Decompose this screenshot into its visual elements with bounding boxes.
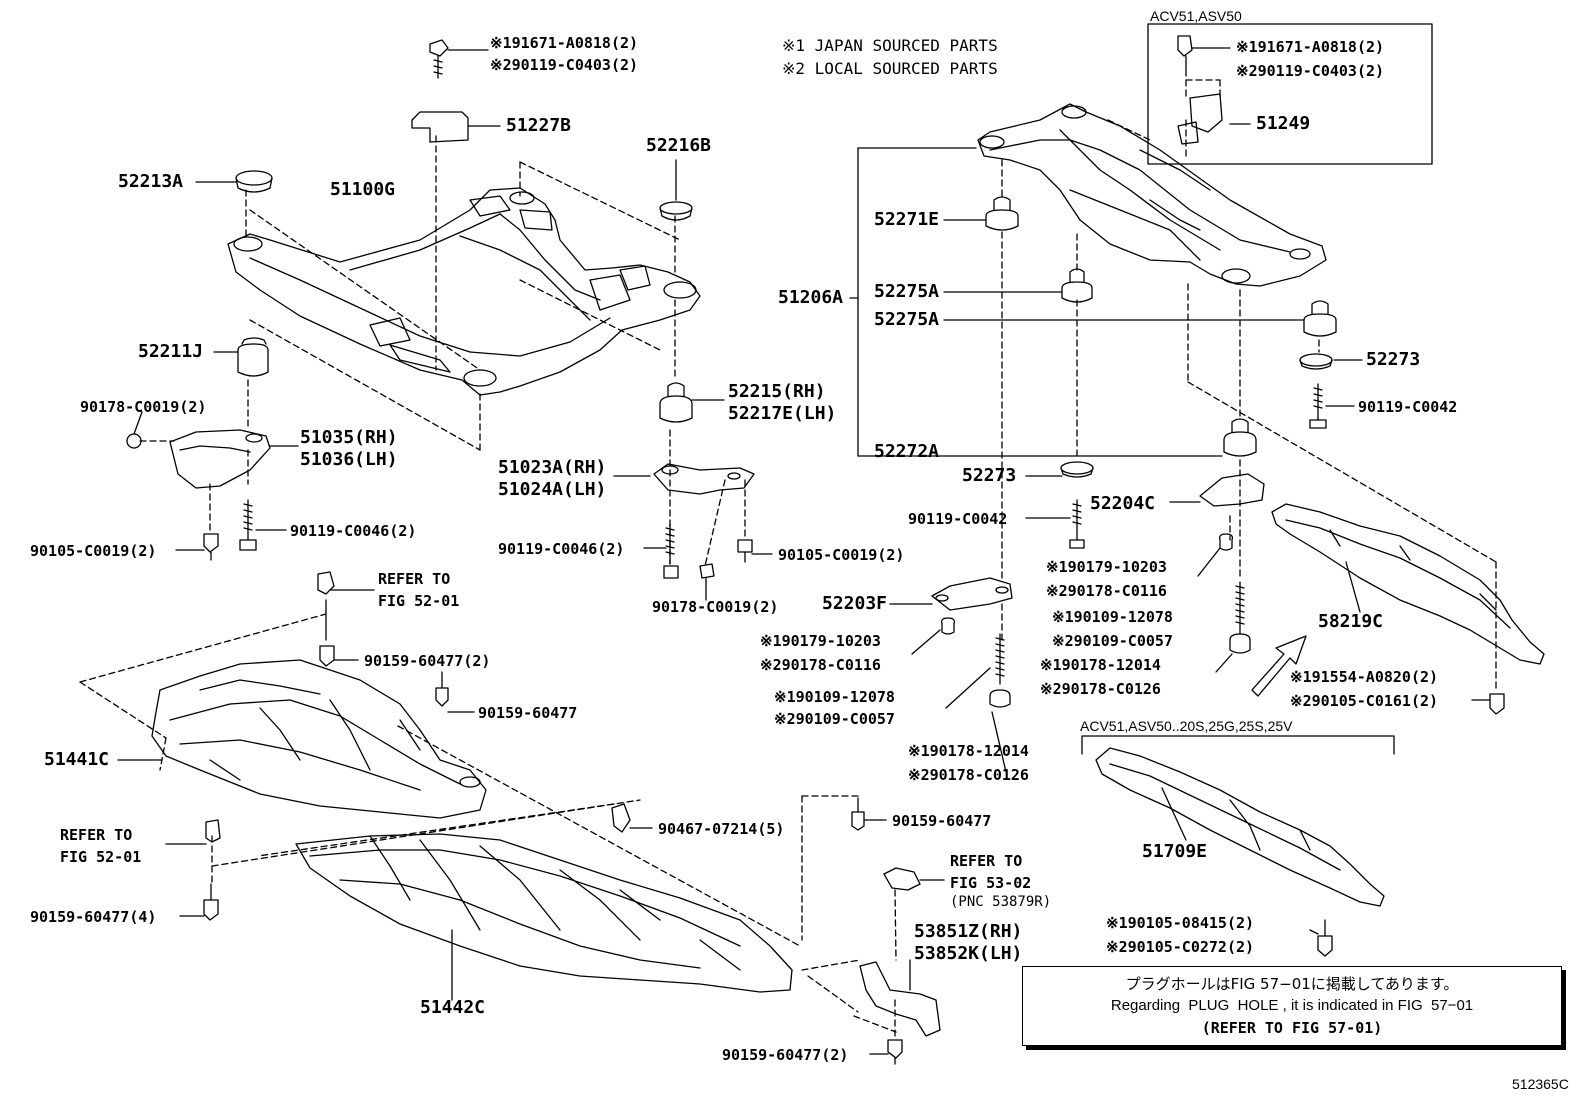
- label-refer-3[interactable]: REFER TO: [950, 852, 1023, 870]
- label-90119-left[interactable]: 90119-C0046(2): [290, 522, 417, 540]
- label-c2[interactable]: ※290178-C0126: [1040, 680, 1161, 698]
- label-inset-bolt-1[interactable]: ※191671-A0818(2): [1236, 38, 1385, 56]
- inset-top-box: [1147, 23, 1433, 165]
- undercover-51442C: [295, 833, 793, 993]
- brace-58219C: [1271, 503, 1545, 665]
- bracket-51023A: [653, 463, 755, 495]
- label-e2[interactable]: ※290178-C0126: [908, 766, 1029, 784]
- label-52216B[interactable]: 52216B: [646, 135, 712, 156]
- label-52275A-1[interactable]: 52275A: [874, 281, 940, 302]
- label-refer-1[interactable]: REFER TO: [378, 570, 451, 588]
- label-f1[interactable]: ※191554-A0820(2): [1290, 668, 1439, 686]
- label-53852K[interactable]: 53852K(LH): [914, 943, 1023, 964]
- note-japanese: プラグホールはFIG 57−01に掲載してあります。: [1125, 975, 1459, 993]
- label-52273-mid[interactable]: 52273: [962, 465, 1017, 486]
- inset-bottom-bracket: [1081, 735, 1395, 755]
- label-a3[interactable]: ※190109-12078: [1052, 608, 1173, 626]
- label-refer-2[interactable]: REFER TO: [60, 826, 133, 844]
- plug-hole-note: プラグホールはFIG 57−01に掲載してあります。 Regarding PLU…: [1022, 966, 1562, 1046]
- legend-local-sourced: ※2 LOCAL SOURCED PARTS: [782, 59, 998, 78]
- label-90159-d[interactable]: 90159-60477(4): [30, 908, 157, 926]
- label-90159-a[interactable]: 90159-60477(2): [364, 652, 491, 670]
- drawing-number: 512365C: [1512, 1076, 1569, 1092]
- label-52204C[interactable]: 52204C: [1090, 493, 1156, 514]
- label-51709E[interactable]: 51709E: [1142, 841, 1208, 862]
- label-90467[interactable]: 90467-07214(5): [658, 820, 785, 838]
- label-51024A[interactable]: 51024A(LH): [498, 479, 607, 500]
- arrow-front-icon: [1251, 635, 1307, 697]
- inset-bottom-title: ACV51,ASV50..20S,25G,25S,25V: [1080, 718, 1293, 734]
- label-51441C[interactable]: 51441C: [44, 749, 110, 770]
- label-51023A[interactable]: 51023A(RH): [498, 457, 607, 478]
- label-90105-mid[interactable]: 90105-C0019(2): [778, 546, 905, 564]
- label-refer-3b[interactable]: FIG 53-02: [950, 874, 1032, 892]
- bracket-51227B: [411, 111, 469, 143]
- label-52271E[interactable]: 52271E: [874, 209, 940, 230]
- label-90119-center[interactable]: 90119-C0042: [908, 510, 1008, 528]
- label-c1[interactable]: ※190178-12014: [1040, 656, 1161, 674]
- leader-lines: [117, 47, 1491, 1055]
- label-51206A[interactable]: 51206A: [778, 287, 844, 308]
- label-52213A[interactable]: 52213A: [118, 171, 184, 192]
- label-51035[interactable]: 51035(RH): [300, 427, 398, 448]
- label-52272A[interactable]: 52272A: [874, 441, 940, 462]
- label-90159-b[interactable]: 90159-60477: [478, 704, 578, 722]
- label-f2[interactable]: ※290105-C0161(2): [1290, 692, 1439, 710]
- label-top-bolt-2[interactable]: ※290119-C0403(2): [490, 56, 639, 74]
- label-53851Z[interactable]: 53851Z(RH): [914, 921, 1023, 942]
- label-52217E[interactable]: 52217E(LH): [728, 403, 837, 424]
- label-52275A-2[interactable]: 52275A: [874, 309, 940, 330]
- label-90178-mid[interactable]: 90178-C0019(2): [652, 598, 779, 616]
- label-refer-3c[interactable]: (PNC 53879R): [950, 894, 1052, 910]
- label-51227B[interactable]: 51227B: [506, 115, 572, 136]
- legend-japan-sourced: ※1 JAPAN SOURCED PARTS: [782, 36, 998, 55]
- front-dashed-lines: [139, 135, 746, 567]
- label-a1[interactable]: ※190179-10203: [1046, 558, 1167, 576]
- label-52203F[interactable]: 52203F: [822, 593, 888, 614]
- rear-crossmember-drawing: [977, 103, 1327, 287]
- label-52215[interactable]: 52215(RH): [728, 381, 826, 402]
- label-a4[interactable]: ※290109-C0057: [1052, 632, 1173, 650]
- label-90119-mid[interactable]: 90119-C0046(2): [498, 540, 625, 558]
- label-refer-2b[interactable]: FIG 52-01: [60, 848, 142, 866]
- label-top-bolt-1[interactable]: ※191671-A0818(2): [490, 34, 639, 52]
- label-b2[interactable]: ※290178-C0116: [760, 656, 881, 674]
- note-english: Regarding PLUG HOLE , it is indicated in…: [1110, 997, 1474, 1014]
- label-51036[interactable]: 51036(LH): [300, 449, 398, 470]
- label-90178-left[interactable]: 90178-C0019(2): [80, 398, 207, 416]
- label-51100G[interactable]: 51100G: [330, 179, 396, 200]
- label-90159-c[interactable]: 90159-60477: [892, 812, 992, 830]
- label-58219C[interactable]: 58219C: [1318, 611, 1384, 632]
- label-refer-1b[interactable]: FIG 52-01: [378, 592, 460, 610]
- grommet-52213A: [235, 170, 273, 186]
- label-d2[interactable]: ※290109-C0057: [774, 710, 895, 728]
- label-g1[interactable]: ※190105-08415(2): [1106, 914, 1255, 932]
- label-52211J[interactable]: 52211J: [138, 341, 204, 362]
- bushing-52211J: [237, 343, 269, 377]
- label-inset-bolt-2[interactable]: ※290119-C0403(2): [1236, 62, 1385, 80]
- bracket-51035: [169, 429, 271, 489]
- label-e1[interactable]: ※190178-12014: [908, 742, 1029, 760]
- label-90105-left[interactable]: 90105-C0019(2): [30, 542, 157, 560]
- front-crossmember-drawing: [227, 187, 701, 396]
- bracket-53851Z: [859, 961, 941, 1037]
- label-b1[interactable]: ※190179-10203: [760, 632, 881, 650]
- note-refer[interactable]: (REFER TO FIG 57-01): [1201, 1019, 1383, 1037]
- label-g2[interactable]: ※290105-C0272(2): [1106, 938, 1255, 956]
- brace-51709E: [1095, 747, 1385, 907]
- label-a2[interactable]: ※290178-C0116: [1046, 582, 1167, 600]
- label-90159-e[interactable]: 90159-60477(2): [722, 1046, 849, 1064]
- undercover-51441C: [151, 659, 487, 819]
- label-52273-right[interactable]: 52273: [1366, 349, 1421, 370]
- label-90119-right[interactable]: 90119-C0042: [1358, 398, 1458, 416]
- inset-top-title: ACV51,ASV50: [1150, 8, 1242, 24]
- label-d1[interactable]: ※190109-12078: [774, 688, 895, 706]
- label-51249[interactable]: 51249: [1256, 113, 1311, 134]
- label-51442C[interactable]: 51442C: [420, 997, 486, 1018]
